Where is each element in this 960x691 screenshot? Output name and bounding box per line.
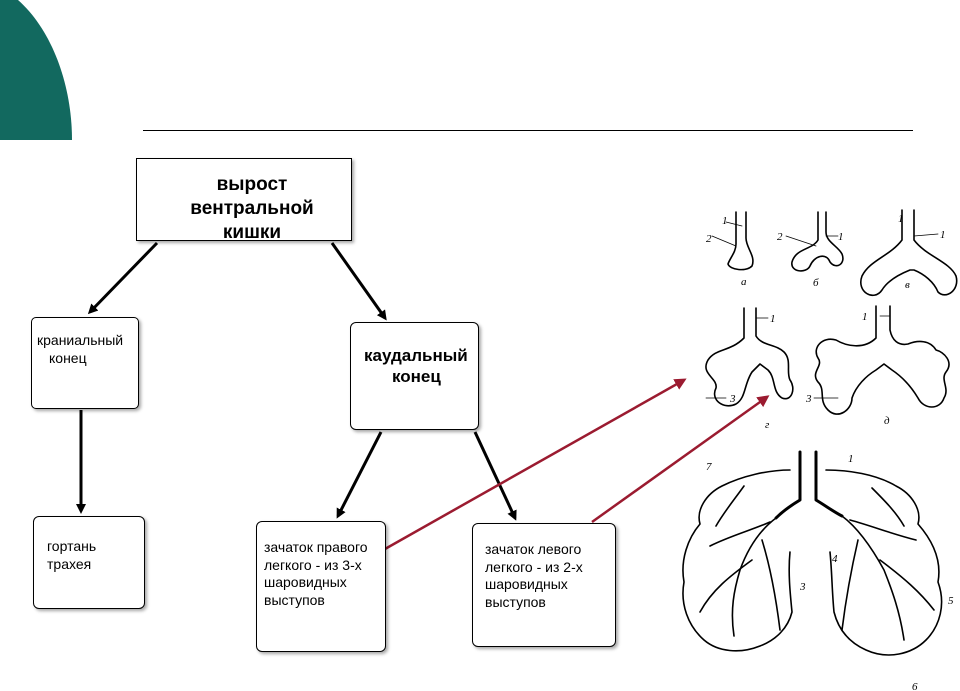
arrow-root-to-caudal [330, 242, 387, 321]
link-arrow-left-bud [591, 395, 770, 524]
label-number: 3 [805, 393, 812, 405]
box-cranial-end: краниальный конец [31, 317, 139, 409]
label-number: 4 [832, 553, 838, 565]
label-number: 2 [777, 231, 783, 243]
stage-label-g: г [765, 419, 770, 431]
label-number: 7 [706, 461, 712, 473]
box-text: каудальный конец [364, 346, 468, 387]
arrow-root-to-cranial [87, 241, 159, 315]
box-text: зачаток левого легкого - из 2-х шаровидн… [485, 541, 583, 610]
box-larynx-trachea: гортань трахея [33, 516, 145, 609]
box-text: вырост вентральной кишки [190, 174, 314, 243]
box-text: зачаток правого легкого - из 3-х шаровид… [264, 539, 368, 608]
label-number: 1 [848, 453, 854, 465]
label-number: 2 [706, 233, 712, 245]
label-number: 6 [912, 681, 918, 691]
illustration-labels: а б в г д 1 2 1 2 1 1 1 1 3 3 7 1 4 3 5 … [706, 213, 954, 691]
box-left-lung-bud: зачаток левого легкого - из 2-х шаровидн… [472, 523, 616, 647]
label-number: 5 [948, 595, 954, 607]
stage-label-v: в [905, 279, 910, 291]
box-caudal-end: каудальный конец [350, 322, 479, 430]
label-number: 1 [898, 213, 904, 225]
corner-decoration [0, 0, 72, 140]
stage-c-drawing [860, 209, 958, 296]
title-rule [143, 130, 913, 131]
stage-d-drawing [813, 305, 950, 415]
label-number: 3 [799, 581, 806, 593]
box-text: гортань трахея [47, 538, 97, 572]
box-text: краниальный конец [37, 332, 124, 366]
label-number: 1 [722, 215, 728, 227]
label-number: 1 [838, 231, 844, 243]
label-number: 1 [770, 313, 776, 325]
box-right-lung-bud: зачаток правого легкого - из 3-х шаровид… [256, 521, 386, 652]
arrow-caudal-to-right [336, 431, 383, 519]
box-ventral-gut-outgrowth: вырост вентральной кишки [136, 158, 352, 243]
arrow-caudal-to-left [473, 431, 517, 521]
stage-label-a: а [741, 276, 747, 288]
stage-label-b: б [813, 277, 819, 289]
link-arrow-right-bud [384, 378, 687, 551]
stage-label-d: д [884, 415, 890, 427]
label-number: 1 [940, 229, 946, 241]
stage-b-drawing [785, 211, 844, 272]
label-number: 1 [862, 311, 868, 323]
label-number: 3 [729, 393, 736, 405]
bronchial-tree-drawing [682, 450, 943, 656]
stage-g-drawing [705, 307, 794, 407]
stage-a-drawing [711, 211, 754, 271]
